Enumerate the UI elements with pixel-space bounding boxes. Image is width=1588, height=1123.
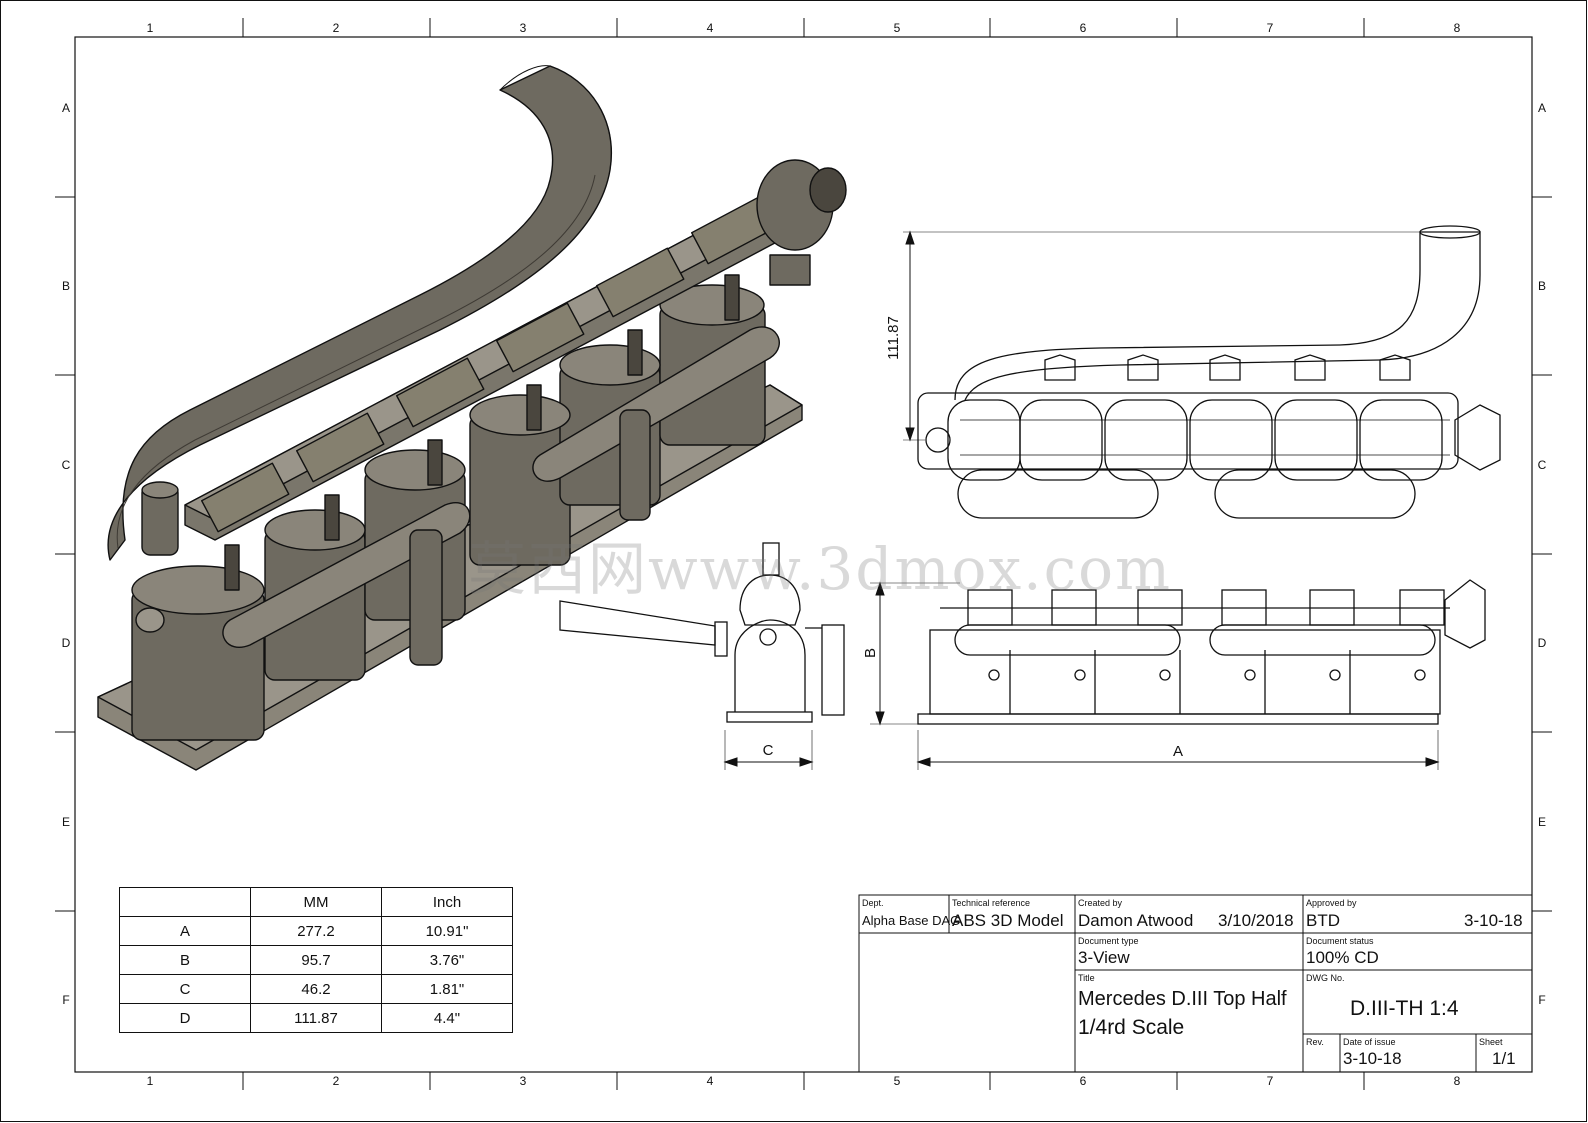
row-label-f-right: F (1538, 993, 1545, 1007)
row-label-c: C (62, 458, 71, 472)
row-label-d: D (62, 636, 71, 650)
title-label: Title (1078, 973, 1095, 983)
col-label-4-bottom: 4 (707, 1074, 714, 1088)
dimension-table: MM Inch A 277.2 10.91" B 95.7 3.76" C 46… (119, 887, 513, 1033)
dimension-label-c: C (763, 742, 774, 759)
techref-value: ABS 3D Model (952, 911, 1064, 930)
table-row: B 95.7 3.76" (119, 945, 513, 975)
table-header-inch: Inch (381, 887, 513, 917)
doctype-label: Document type (1078, 936, 1139, 946)
row-label-c-right: C (1538, 458, 1547, 472)
col-label-8-bottom: 8 (1454, 1074, 1461, 1088)
col-label-7: 7 (1267, 21, 1274, 35)
row-label-a-right: A (1538, 101, 1546, 115)
side-dimensions (870, 581, 1440, 770)
col-label-7-bottom: 7 (1267, 1074, 1274, 1088)
dimension-label-a: A (1173, 743, 1183, 760)
row-label-b: B (62, 279, 70, 293)
col-label-3: 3 (520, 21, 527, 35)
col-label-2: 2 (333, 21, 340, 35)
row-label-e-right: E (1538, 815, 1546, 829)
table-cell-mm: 277.2 (250, 916, 382, 946)
docstatus-label: Document status (1306, 936, 1374, 946)
table-cell-inch: 10.91" (381, 916, 513, 946)
created-label: Created by (1078, 898, 1123, 908)
col-label-5: 5 (894, 21, 901, 35)
col-label-6: 6 (1080, 21, 1087, 35)
table-row: D 111.87 4.4" (119, 1003, 513, 1033)
issue-date-value: 3-10-18 (1343, 1049, 1402, 1068)
col-label-1: 1 (147, 21, 154, 35)
row-label-b-right: B (1538, 279, 1546, 293)
table-cell-mm: 111.87 (250, 1003, 382, 1033)
table-cell-inch: 4.4" (381, 1003, 513, 1033)
grid-ticks (55, 18, 1552, 1090)
col-label-3-bottom: 3 (520, 1074, 527, 1088)
top-view-drawing (917, 225, 1501, 519)
front-dimension (723, 730, 814, 770)
height-dimension-value: 111.87 (885, 316, 902, 360)
table-cell-dim: C (119, 974, 251, 1004)
table-row: C 46.2 1.81" (119, 974, 513, 1004)
created-by-value: Damon Atwood (1078, 911, 1194, 930)
sheet-label: Sheet (1479, 1037, 1503, 1047)
table-cell-inch: 3.76" (381, 945, 513, 975)
issue-label: Date of issue (1343, 1037, 1396, 1047)
row-label-f: F (62, 993, 69, 1007)
row-label-d-right: D (1538, 636, 1547, 650)
techref-label: Technical reference (952, 898, 1031, 908)
row-label-a: A (62, 101, 70, 115)
doctype-value: 3-View (1078, 948, 1130, 967)
watermark: 莫西网www.3dmox.com (468, 535, 1172, 603)
table-cell-dim: D (119, 1003, 251, 1033)
docstatus-value: 100% CD (1306, 948, 1379, 967)
table-header-row: MM Inch (119, 887, 513, 917)
row-label-e: E (62, 815, 70, 829)
col-label-2-bottom: 2 (333, 1074, 340, 1088)
table-cell-dim: A (119, 916, 251, 946)
drawing-title-line1: Mercedes D.III Top Half (1078, 988, 1287, 1010)
dwg-label: DWG No. (1306, 973, 1345, 983)
col-label-4: 4 (707, 21, 714, 35)
front-view-drawing (559, 542, 845, 723)
dimension-label-b: B (862, 648, 879, 658)
approved-date-value: 3-10-18 (1464, 911, 1523, 930)
col-label-1-bottom: 1 (147, 1074, 154, 1088)
height-dimension (903, 230, 1420, 442)
col-label-6-bottom: 6 (1080, 1074, 1087, 1088)
drawing-title-line2: 1/4rd Scale (1078, 1016, 1185, 1039)
col-label-8: 8 (1454, 21, 1461, 35)
rev-label: Rev. (1306, 1037, 1324, 1047)
table-row: A 277.2 10.91" (119, 916, 513, 946)
col-label-5-bottom: 5 (894, 1074, 901, 1088)
created-date-value: 3/10/2018 (1218, 911, 1294, 930)
dept-value: Alpha Base DAG (862, 913, 961, 928)
approved-label: Approved by (1306, 898, 1357, 908)
table-cell-dim: B (119, 945, 251, 975)
isometric-engine-render (97, 65, 847, 771)
table-header-blank (119, 887, 251, 917)
table-cell-inch: 1.81" (381, 974, 513, 1004)
table-cell-mm: 95.7 (250, 945, 382, 975)
table-cell-mm: 46.2 (250, 974, 382, 1004)
sheet-value: 1/1 (1492, 1049, 1516, 1068)
approved-by-value: BTD (1306, 911, 1340, 930)
title-block-grid (858, 894, 1533, 1073)
table-header-mm: MM (250, 887, 382, 917)
dept-label: Dept. (862, 898, 884, 908)
dwg-no-value: D.III-TH 1:4 (1350, 997, 1459, 1020)
side-view-drawing (917, 579, 1486, 725)
